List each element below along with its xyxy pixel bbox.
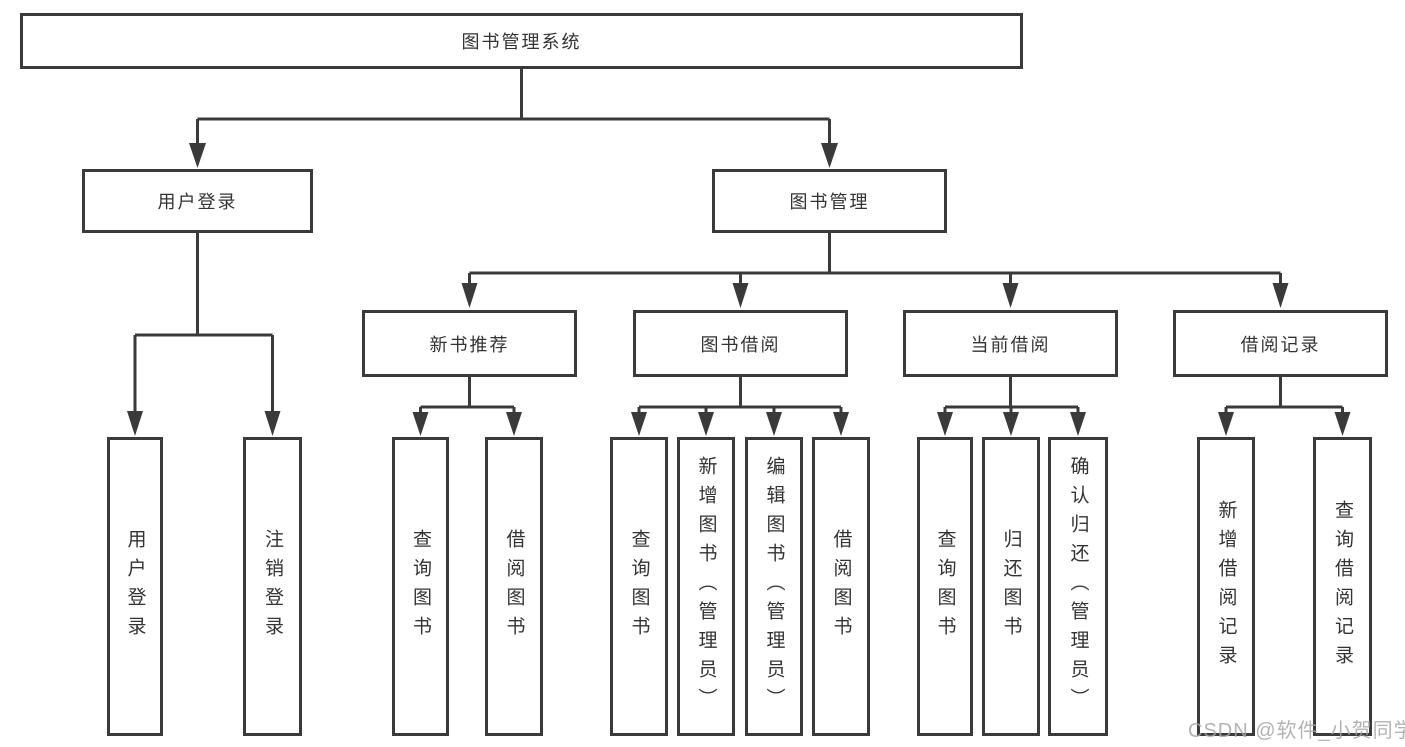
leaf-edit-book-admin: 编辑图书（管理员） [745, 437, 803, 736]
node-label: 查询图书 [410, 528, 431, 645]
node-label: 新增借阅记录 [1215, 499, 1237, 674]
node-root: 图书管理系统 [20, 13, 1023, 69]
node-book-borrow: 图书借阅 [633, 310, 848, 377]
node-label: 借阅图书 [503, 528, 525, 645]
leaf-query-books-3: 查询图书 [917, 437, 973, 736]
watermark: CSDN @软件_小贺同学 [1188, 720, 1405, 742]
node-label: 新增图书（管理员） [695, 456, 717, 717]
leaf-add-book-admin: 新增图书（管理员） [677, 437, 735, 736]
node-label: 查询借阅记录 [1332, 499, 1353, 674]
node-label: 用户登录 [157, 192, 238, 212]
node-label: 图书管理 [789, 192, 870, 212]
leaf-borrow-books-2: 借阅图书 [812, 437, 870, 736]
node-label: 借阅图书 [830, 528, 852, 645]
leaf-borrow-books-1: 借阅图书 [485, 437, 543, 736]
node-label: 注销登录 [262, 528, 283, 645]
node-label: 图书借阅 [700, 334, 781, 355]
leaf-confirm-return-admin: 确认归还（管理员） [1048, 437, 1108, 736]
node-label: 图书管理系统 [461, 32, 582, 52]
node-label: 确认归还（管理员） [1067, 456, 1089, 717]
node-label: 归还图书 [1000, 528, 1022, 645]
node-label: 借阅记录 [1240, 334, 1321, 355]
node-label: 当前借阅 [970, 334, 1051, 355]
node-borrow-records: 借阅记录 [1173, 310, 1388, 377]
node-label: 查询图书 [628, 528, 650, 645]
node-label: 用户登录 [124, 528, 146, 645]
leaf-return-book: 归还图书 [982, 437, 1040, 736]
node-user-login: 用户登录 [82, 169, 313, 233]
leaf-query-books-1: 查询图书 [392, 437, 449, 736]
node-book-management: 图书管理 [712, 169, 947, 233]
leaf-user-login: 用户登录 [107, 437, 163, 736]
node-label: 查询图书 [934, 528, 956, 645]
leaf-query-books-2: 查询图书 [610, 437, 668, 736]
node-label: 新书推荐 [429, 334, 510, 355]
leaf-logout: 注销登录 [243, 437, 302, 736]
leaf-add-borrow-record: 新增借阅记录 [1197, 437, 1255, 736]
node-new-book-recommend: 新书推荐 [362, 310, 577, 377]
leaf-query-borrow-record: 查询借阅记录 [1313, 437, 1372, 736]
node-current-borrow: 当前借阅 [903, 310, 1118, 377]
node-label: 编辑图书（管理员） [763, 456, 785, 717]
